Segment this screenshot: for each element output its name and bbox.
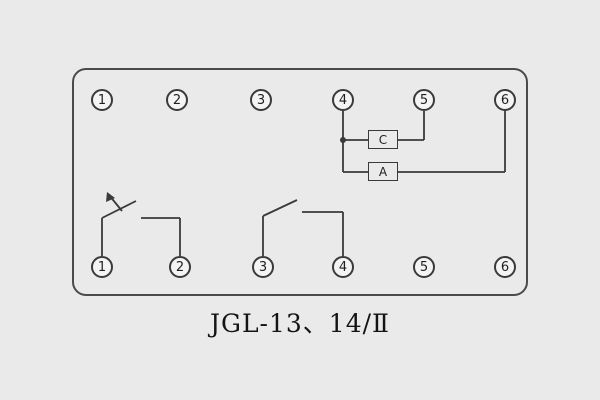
terminal-top-1: 1: [91, 89, 113, 111]
diagram-caption: JGL-13、14/Ⅱ: [209, 309, 391, 338]
terminal-bottom-6: 6: [494, 256, 516, 278]
terminal-top-3: 3: [250, 89, 272, 111]
terminal-top-4: 4: [332, 89, 354, 111]
terminal-bottom-1: 1: [91, 256, 113, 278]
component-label-c: C: [378, 132, 388, 147]
terminal-top-6: 6: [494, 89, 516, 111]
terminal-top-5: 5: [413, 89, 435, 111]
component-box-c: C: [368, 130, 398, 149]
actuation-arrow-icon: [106, 192, 123, 212]
component-label-a: A: [378, 164, 388, 179]
coil-circuit: [340, 111, 506, 173]
contact-switch-1-2: [101, 192, 181, 256]
terminal-top-2: 2: [166, 89, 188, 111]
relay-body-outline: [72, 68, 528, 296]
component-box-a: A: [368, 162, 398, 181]
contact-switch-3-4: [262, 199, 344, 256]
terminal-bottom-2: 2: [169, 256, 191, 278]
terminal-bottom-4: 4: [332, 256, 354, 278]
terminal-bottom-5: 5: [413, 256, 435, 278]
terminal-bottom-3: 3: [252, 256, 274, 278]
